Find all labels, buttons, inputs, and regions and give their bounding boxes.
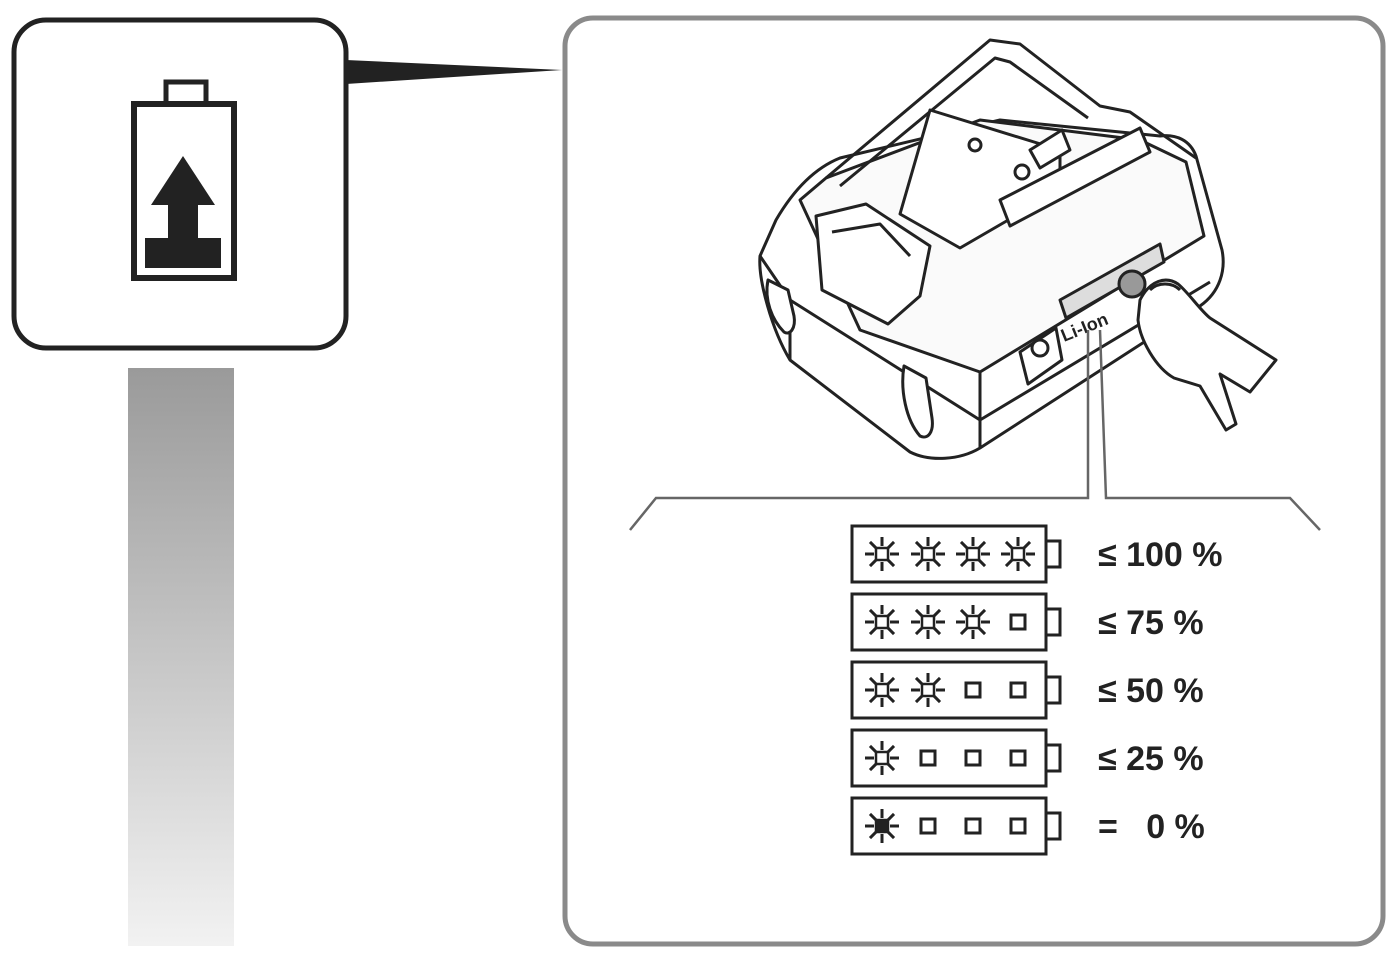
- battery-terminal: [1044, 675, 1062, 705]
- led-on-starburst-icon: [865, 673, 899, 707]
- charge-level-row: ≤ 25 %: [850, 728, 1204, 788]
- gradient-progress-bar: [128, 368, 234, 946]
- charge-level-row: = 0 %: [850, 796, 1205, 856]
- charge-level-label: = 0 %: [1098, 808, 1205, 846]
- led-off-square-icon: [964, 681, 982, 699]
- led-off-square-icon: [1009, 681, 1027, 699]
- battery-terminal: [1044, 743, 1062, 773]
- led-off-square-icon: [919, 817, 937, 835]
- charge-level-row: ≤ 75 %: [850, 592, 1204, 652]
- charge-symbol-callout: [11, 17, 562, 351]
- led-on-starburst-icon: [956, 537, 990, 571]
- battery-pack-illustration: [758, 38, 1278, 460]
- charge-level-label: ≤ 25 %: [1098, 740, 1204, 778]
- led-off-square-icon: [919, 749, 937, 767]
- charge-level-table: ≤ 100 % ≤ 75 % ≤ 50 % ≤ 25 % = 0 %: [850, 524, 1223, 856]
- charge-level-row: ≤ 50 %: [850, 660, 1204, 720]
- led-on-starburst-icon: [911, 537, 945, 571]
- battery-terminal: [1044, 811, 1062, 841]
- charge-level-row: ≤ 100 %: [850, 524, 1223, 584]
- led-on-starburst-icon: [865, 537, 899, 571]
- battery-charge-up-arrow-icon: [131, 79, 237, 281]
- led-off-square-icon: [964, 817, 982, 835]
- charge-level-label: ≤ 100 %: [1098, 536, 1223, 574]
- charge-level-label: ≤ 50 %: [1098, 672, 1204, 710]
- led-on-starburst-icon: [865, 741, 899, 775]
- power-button-icon: [1117, 269, 1147, 299]
- battery-terminal: [1044, 539, 1062, 569]
- led-on-starburst-icon: [911, 673, 945, 707]
- led-off-square-icon: [1009, 817, 1027, 835]
- led-on-starburst-icon: [956, 605, 990, 639]
- callout-pointer: [346, 60, 562, 84]
- led-on-starburst-icon: [865, 605, 899, 639]
- battery-terminal: [1044, 607, 1062, 637]
- led-off-square-icon: [1009, 613, 1027, 631]
- led-callout-lines: [629, 329, 1321, 531]
- led-on-starburst-icon: [1001, 537, 1035, 571]
- led-blinking-starburst-icon: [865, 809, 899, 843]
- led-on-starburst-icon: [911, 605, 945, 639]
- led-off-square-icon: [1009, 749, 1027, 767]
- charge-level-label: ≤ 75 %: [1098, 604, 1204, 642]
- led-off-square-icon: [964, 749, 982, 767]
